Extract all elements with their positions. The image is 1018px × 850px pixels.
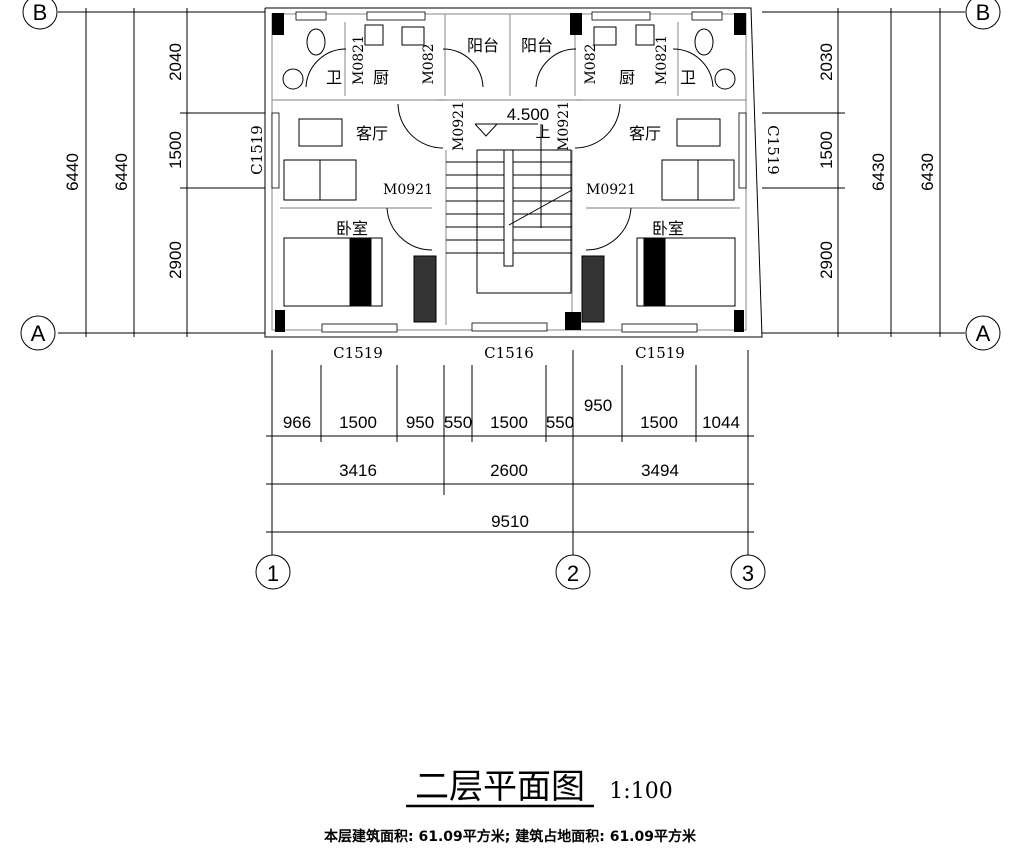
svg-text:6430: 6430 [869,153,888,191]
door-labels: M0821 M082 M082 M0821 M0921 M0921 M0921 … [351,35,670,198]
svg-text:3416: 3416 [339,461,377,480]
svg-text:1500: 1500 [817,131,836,169]
axis-bubble-3: 3 [730,554,766,590]
svg-text:3494: 3494 [641,461,679,480]
svg-text:M082: M082 [583,43,599,84]
svg-text:A: A [31,321,46,346]
window-label-left: C1519 [248,125,266,175]
svg-text:卫: 卫 [680,68,696,87]
columns [272,13,746,332]
axis-bubble-2: 2 [555,554,591,590]
svg-text:B: B [976,0,991,25]
area-note: 本层建筑面积: 61.09平方米; 建筑占地面积: 61.09平方米 [324,828,697,845]
svg-text:2030: 2030 [817,43,836,81]
staircase [446,123,573,294]
svg-text:A: A [976,321,991,346]
svg-text:6430: 6430 [918,153,937,191]
svg-text:550: 550 [546,413,574,432]
svg-text:M0921: M0921 [383,182,433,198]
right-dimensions: 2030 1500 2900 6430 6430 [762,8,941,337]
svg-text:M0921: M0921 [451,101,467,151]
axis-bubble-1: 1 [255,554,291,590]
svg-text:9510: 9510 [491,512,529,531]
window-label-bottom-left: C1519 [333,344,383,362]
svg-text:2040: 2040 [166,43,185,81]
svg-text:客厅: 客厅 [356,124,388,143]
svg-text:M0921: M0921 [586,182,636,198]
window-label-bottom-mid: C1516 [484,344,534,362]
svg-text:2900: 2900 [817,241,836,279]
svg-text:1500: 1500 [490,413,528,432]
svg-text:卧室: 卧室 [336,219,368,238]
svg-text:卧室: 卧室 [652,219,684,238]
left-dimensions: 6440 6440 2040 1500 2900 [63,8,265,337]
svg-text:M0821: M0821 [351,35,367,85]
axis-lines [58,11,965,555]
svg-text:1500: 1500 [166,131,185,169]
svg-text:B: B [33,0,48,25]
stair-up-label: 上 [535,123,550,141]
svg-text:6440: 6440 [63,153,82,191]
window-label-right: C1519 [764,125,782,175]
svg-text:1044: 1044 [702,413,740,432]
svg-text:966: 966 [283,413,311,432]
svg-text:1500: 1500 [640,413,678,432]
svg-text:厨: 厨 [619,68,635,87]
axis-bubble-A-left: A [20,315,56,351]
svg-text:M0821: M0821 [654,35,670,85]
windows [271,11,747,333]
svg-text:1: 1 [267,561,279,586]
svg-text:950: 950 [406,413,434,432]
svg-text:客厅: 客厅 [629,124,661,143]
svg-text:3: 3 [742,561,754,586]
svg-text:厨: 厨 [373,68,389,87]
drawing-scale: 1:100 [609,779,672,804]
svg-text:1500: 1500 [339,413,377,432]
room-labels: 卫 厨 阳台 阳台 厨 卫 客厅 客厅 卧室 卧室 [326,36,696,238]
bottom-dimensions: 966 1500 950 550 1500 550 950 1500 1044 … [266,365,754,533]
elevation-label: 4.500 [507,105,550,124]
svg-text:2600: 2600 [490,461,528,480]
drawing-title: 二层平面图 [415,767,585,807]
svg-text:阳台: 阳台 [521,36,553,55]
axis-bubble-B-right: B [965,0,1001,30]
axis-bubble-A-right: A [965,315,1001,351]
axis-bubble-B-left: B [22,0,58,30]
svg-text:卫: 卫 [326,68,342,87]
svg-text:M0921: M0921 [556,101,572,151]
svg-text:2900: 2900 [166,241,185,279]
svg-text:6440: 6440 [112,153,131,191]
svg-text:550: 550 [444,413,472,432]
window-label-bottom-right: C1519 [635,344,685,362]
svg-text:M082: M082 [421,43,437,84]
svg-text:950: 950 [584,396,612,415]
svg-text:阳台: 阳台 [467,36,499,55]
svg-text:2: 2 [567,561,579,586]
furniture [282,24,736,323]
